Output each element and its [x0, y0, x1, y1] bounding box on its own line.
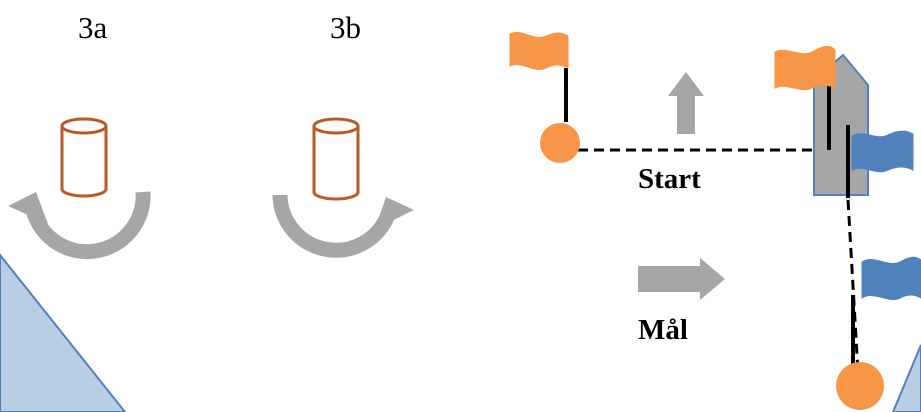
mark-3b-label: 3b: [330, 10, 361, 45]
buoy-icon: [60, 117, 108, 198]
curved-arrow-right-icon: [272, 194, 414, 258]
orange-flag-icon: [509, 32, 569, 70]
mark-3b-group: [272, 117, 414, 258]
left-sail: [0, 253, 127, 412]
buoy-icon: [312, 117, 360, 201]
right-sail: [891, 344, 921, 412]
curved-arrow-left-icon: [8, 191, 151, 260]
finish-label: Mål: [638, 314, 688, 346]
mark-3a-group: [8, 117, 151, 260]
mark-3a-label: 3a: [78, 10, 108, 45]
start-pin-flag: [509, 32, 580, 163]
blue-flag-icon: [851, 130, 914, 173]
orange-flag-icon: [774, 45, 836, 91]
arrow-right-icon: [638, 258, 725, 300]
blue-flag-icon: [861, 256, 921, 300]
orange-ball: [836, 362, 884, 410]
orange-ball: [540, 123, 580, 163]
finish-line: [846, 199, 860, 373]
finish-pin-flag: [836, 256, 921, 410]
arrow-up-icon: [668, 72, 704, 134]
committee-boat-icon: [774, 45, 914, 198]
start-label: Start: [638, 163, 701, 195]
